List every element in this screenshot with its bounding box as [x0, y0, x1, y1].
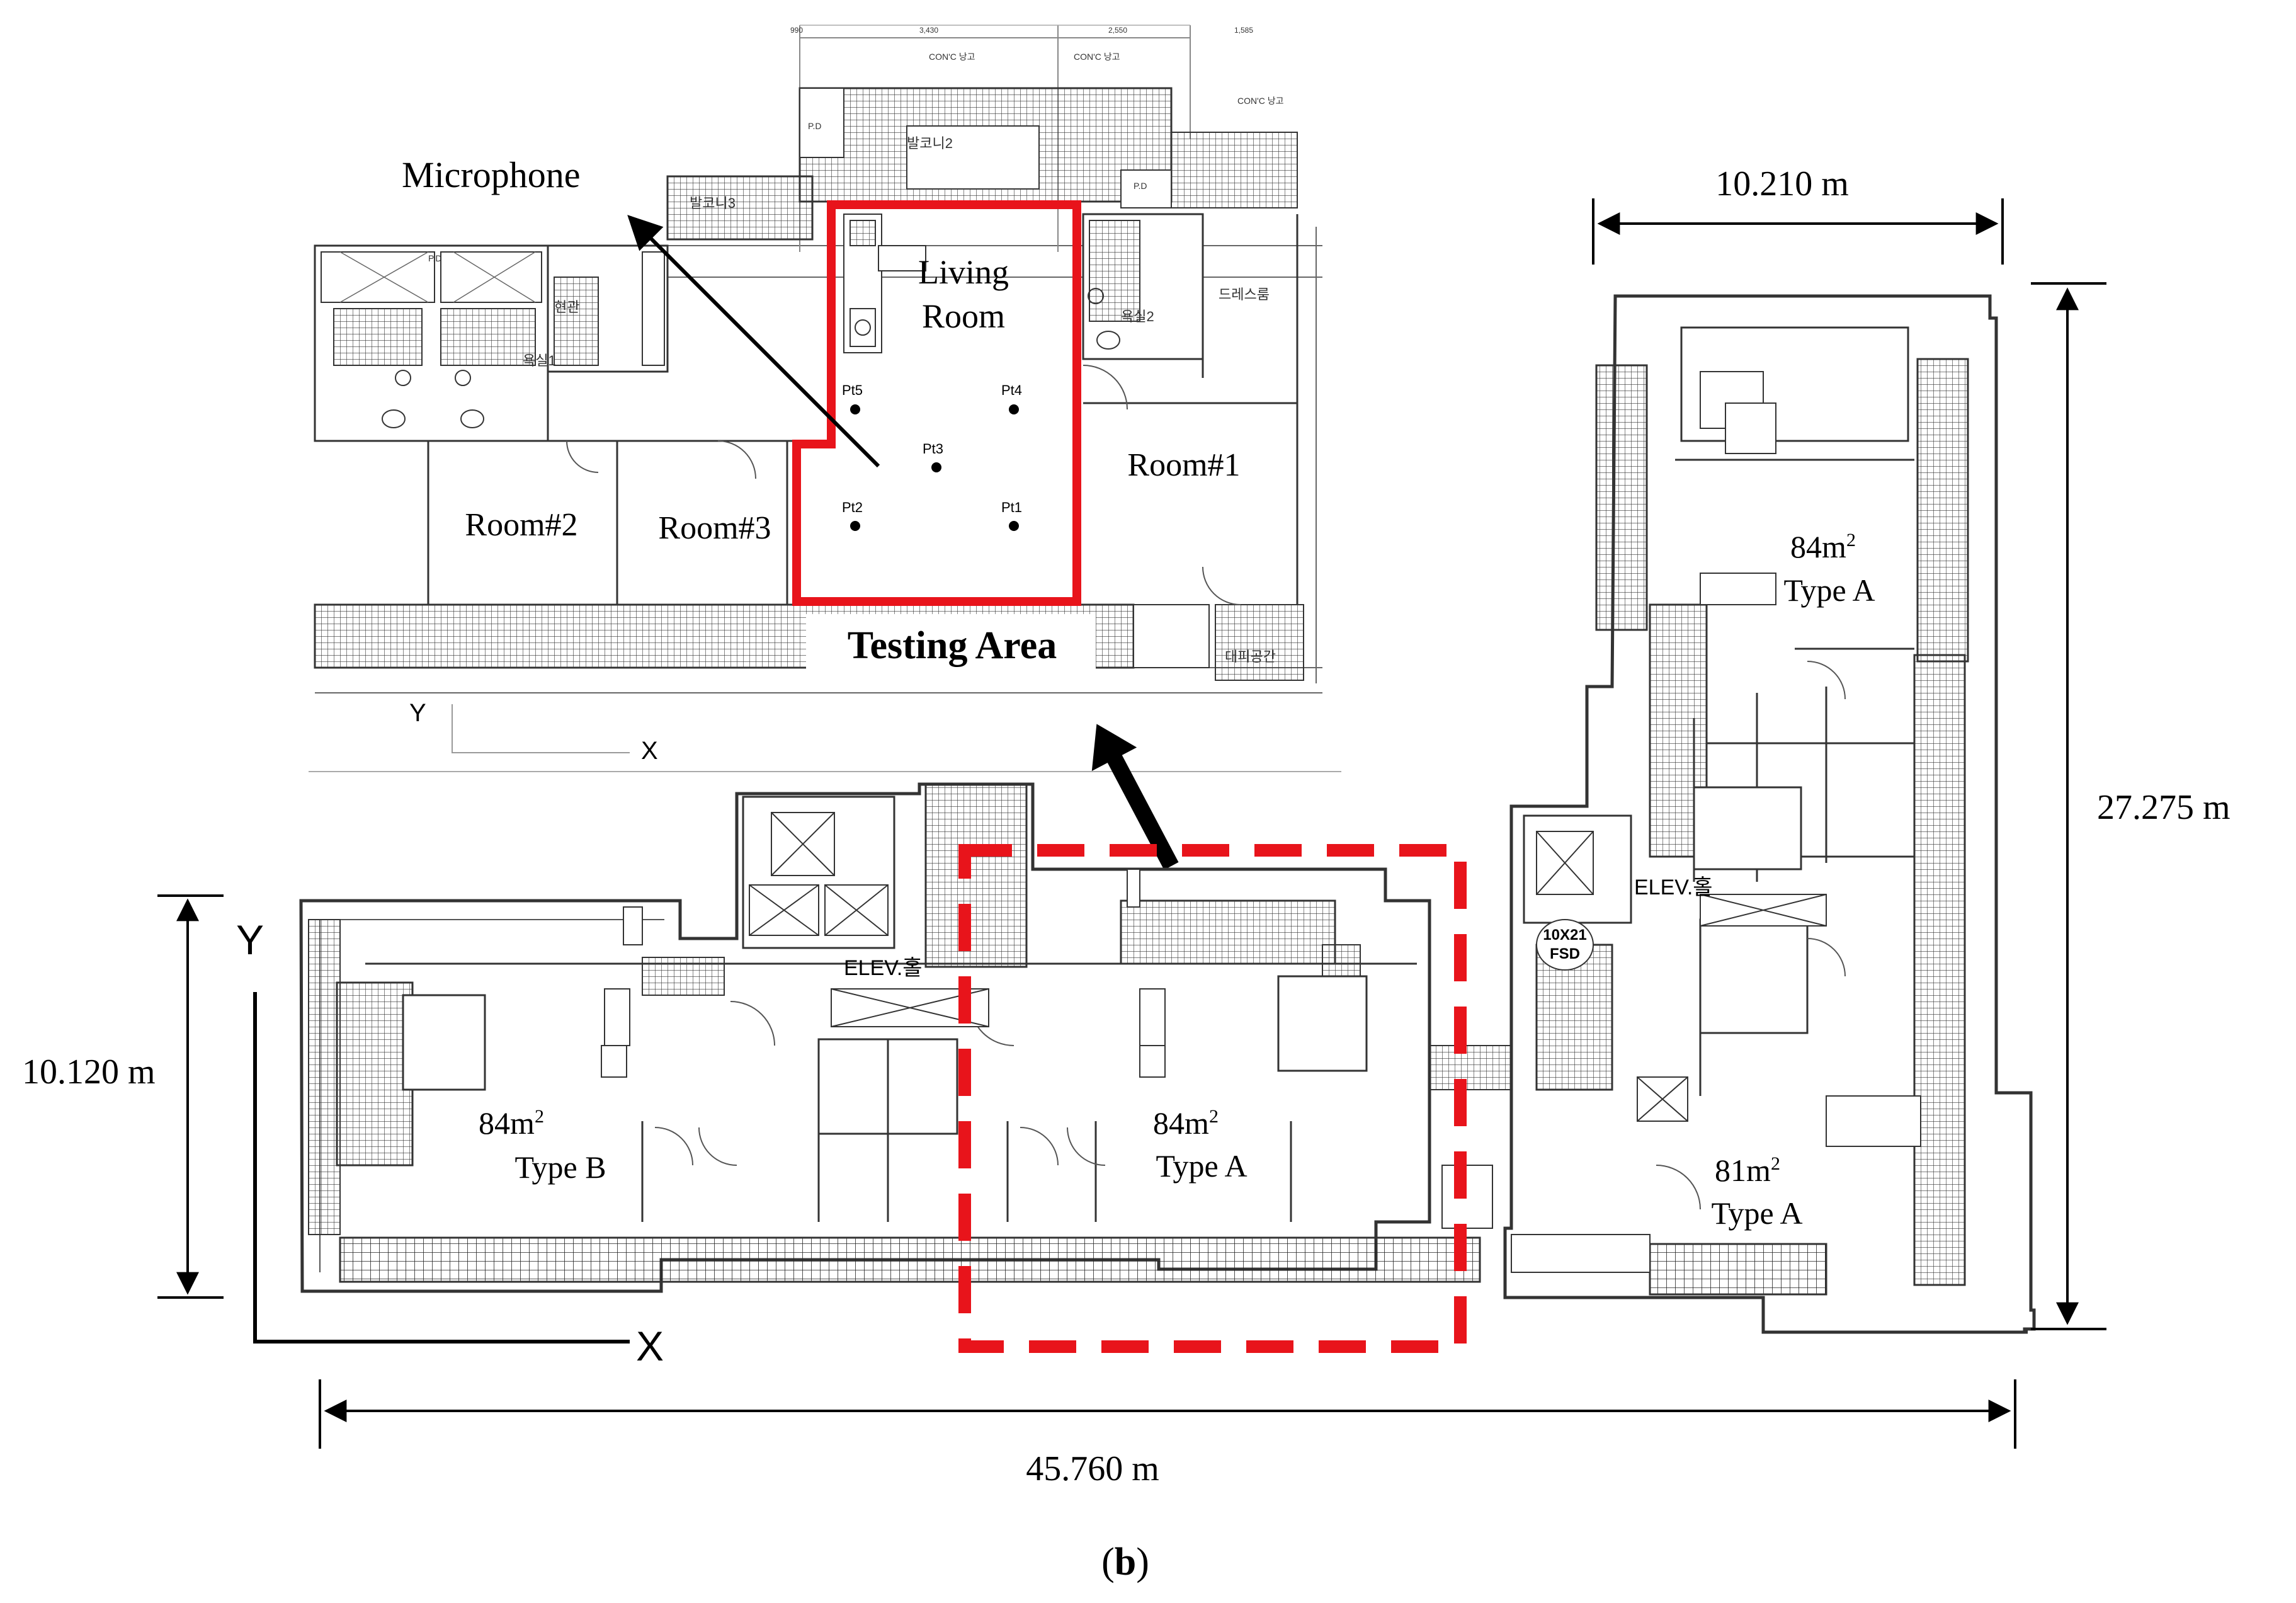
- label-shelter: 대피공간: [1225, 649, 1276, 665]
- point-pt3-marker: [931, 462, 941, 472]
- label-bath2: 욕실2: [1121, 309, 1154, 324]
- room3-label: Room#3: [658, 510, 771, 546]
- point-pt1-label: Pt1: [1001, 499, 1022, 515]
- unit-2-area-sup: 2: [1209, 1106, 1219, 1127]
- unit-2-area: 84m2: [1153, 1105, 1219, 1141]
- point-pt1-marker: [1009, 521, 1019, 531]
- testing-area-outline: [792, 200, 1081, 606]
- detail-plan-labels: 발코니2 발코니3 현관 욕실1 욕실2 드레스룸 대피공간 CON'C 낭고 …: [428, 26, 1284, 665]
- label-conc-1: CON'C 낭고: [929, 52, 975, 62]
- label-pd-3: P.D: [428, 253, 442, 263]
- unit-labels: 84m2 Type B 84m2 Type A 84m2 Type A 81m2…: [479, 529, 1875, 1231]
- detail-axes: Y X: [409, 699, 658, 765]
- detail-axis-y-label: Y: [409, 699, 426, 727]
- dim-text-1: 990: [790, 26, 803, 35]
- unit-4-type: Type A: [1711, 1195, 1802, 1231]
- building-labels: ELEV.홀 ELEV.홀 10X21 FSD: [844, 876, 1713, 980]
- building-axis-x-label: X: [636, 1323, 664, 1369]
- label-conc-2: CON'C 낭고: [1074, 52, 1120, 62]
- dimension-labels: 10.120 m 45.760 m 10.210 m 27.275 m: [22, 164, 2231, 1488]
- testing-area-label-bg: [806, 614, 1096, 671]
- microphone-arrow: [627, 215, 880, 468]
- label-dress-room: 드레스룸: [1219, 287, 1270, 302]
- testing-unit-highlight: [958, 844, 1467, 1353]
- testing-area-label: Testing Area: [848, 624, 1057, 667]
- dim-width-total: 45.760 m: [1026, 1449, 1159, 1488]
- building-axes: Y X: [236, 916, 664, 1369]
- dim-height-right: 27.275 m: [2097, 788, 2231, 827]
- dim-text-3: 2,550: [1108, 26, 1127, 35]
- unit-3-area-value: 84m: [1790, 529, 1846, 564]
- unit-4-area: 81m2: [1715, 1153, 1780, 1188]
- unit-3-type: Type A: [1783, 573, 1875, 608]
- fsd-label-line1: 10X21: [1543, 927, 1586, 944]
- label-entrance: 현관: [554, 299, 579, 315]
- unit-1-area-value: 84m: [479, 1105, 535, 1141]
- dim-width-right: 10.210 m: [1715, 164, 1849, 203]
- unit-2-area-value: 84m: [1153, 1105, 1209, 1141]
- label-pd-1: P.D: [808, 121, 822, 131]
- label-balcony2: 발코니2: [907, 135, 953, 151]
- detail-axis-x-label: X: [641, 737, 658, 765]
- point-pt3-label: Pt3: [923, 441, 943, 457]
- point-pt2-label: Pt2: [842, 499, 863, 515]
- panel-label: (b): [1101, 1541, 1149, 1583]
- point-pt2-marker: [850, 521, 860, 531]
- point-pt4-label: Pt4: [1001, 382, 1022, 398]
- unit-4-area-sup: 2: [1771, 1153, 1780, 1174]
- measurement-point-labels: Pt1 Pt2 Pt3 Pt4 Pt5: [842, 382, 1022, 515]
- unit-2-type: Type A: [1156, 1148, 1247, 1184]
- microphone-label: Microphone: [402, 154, 581, 195]
- unit-1-area: 84m2: [479, 1105, 544, 1141]
- measurement-points: [850, 404, 1019, 531]
- unit-1-type: Type B: [514, 1149, 606, 1185]
- room2-label: Room#2: [465, 507, 577, 543]
- point-pt5-label: Pt5: [842, 382, 863, 398]
- fsd-label-line2: FSD: [1550, 945, 1580, 962]
- panel-label-letter: b: [1115, 1541, 1136, 1583]
- unit-1-area-sup: 2: [535, 1106, 544, 1127]
- building-plan: [299, 294, 2036, 1334]
- elev-hall-right-label: ELEV.홀: [1634, 876, 1713, 899]
- unit-4-area-value: 81m: [1715, 1153, 1771, 1188]
- building-axis-y-label: Y: [236, 916, 264, 963]
- elev-hall-left-label: ELEV.홀: [844, 956, 923, 980]
- room1-label: Room#1: [1127, 447, 1240, 483]
- dim-text-4: 1,585: [1234, 26, 1253, 35]
- detail-plan: [314, 25, 1322, 693]
- fsd-badge: [1536, 919, 1594, 971]
- living-room-label-line1: Living: [918, 253, 1009, 291]
- label-pd-2: P.D: [1134, 181, 1147, 191]
- zoom-arrow: [1091, 724, 1179, 870]
- unit-3-area-sup: 2: [1846, 530, 1856, 550]
- label-bath1: 욕실1: [523, 353, 556, 368]
- dim-height-left: 10.120 m: [22, 1053, 156, 1092]
- label-conc-3: CON'C 낭고: [1237, 96, 1284, 106]
- dimension-lines: [157, 198, 2106, 1449]
- dim-text-2: 3,430: [919, 26, 938, 35]
- point-pt4-marker: [1009, 404, 1019, 414]
- point-pt5-marker: [850, 404, 860, 414]
- label-balcony3: 발코니3: [690, 195, 736, 211]
- living-room-label-line2: Room: [922, 297, 1005, 335]
- unit-3-area: 84m2: [1790, 529, 1856, 564]
